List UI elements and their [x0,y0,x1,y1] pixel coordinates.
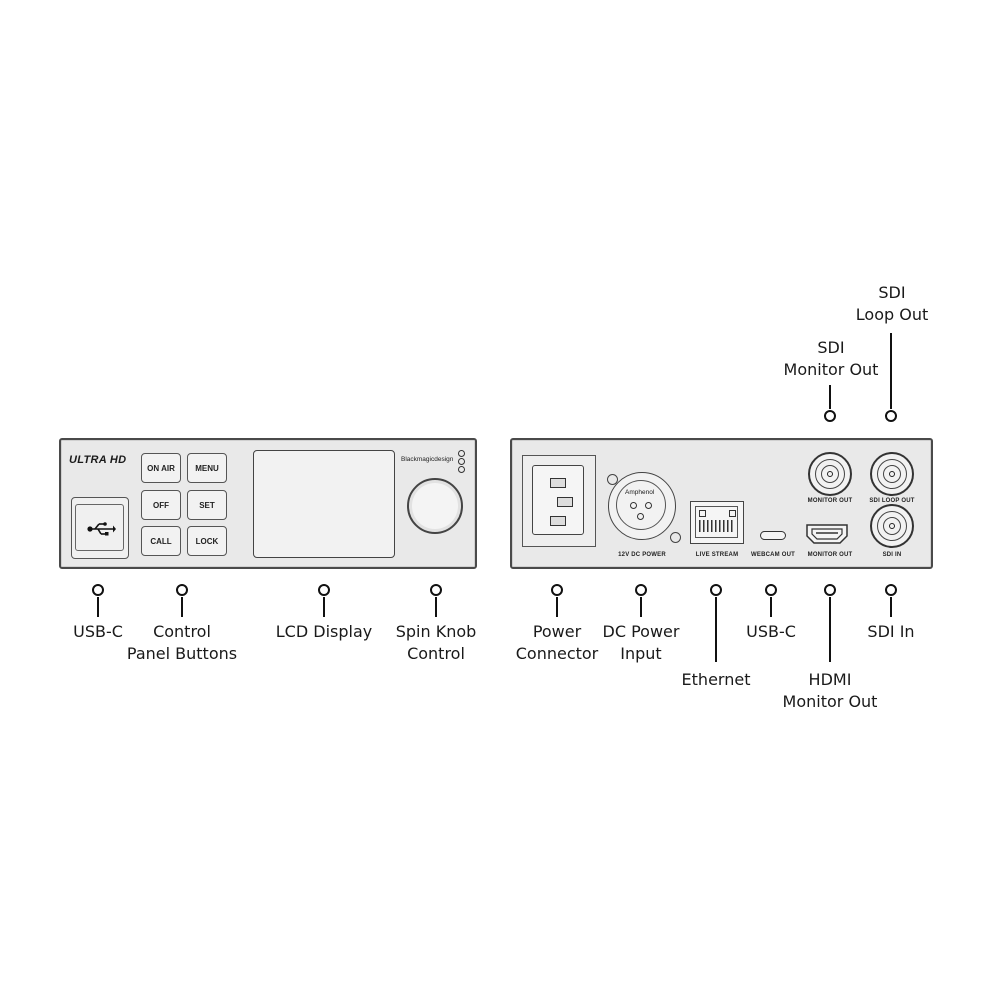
menu-button[interactable]: MENU [187,453,227,483]
power-connector [522,455,596,547]
rear-panel: Amphenol 12V DC POWER LIVE STREAM WEBCAM… [510,438,933,569]
webcam-out-label: WEBCAM OUT [751,552,795,558]
front-panel: ULTRA HD ON AIR MENU OFF SET CALL LOCK B… [59,438,477,569]
callout-control-panel-buttons: Control Panel Buttons [126,622,238,663]
off-button[interactable]: OFF [141,490,181,520]
callout-spin-knob-control: Spin Knob Control [395,622,477,663]
spin-knob[interactable] [407,478,463,534]
callout-sdi-in: SDI In [867,622,915,641]
lcd-display [253,450,395,558]
call-button[interactable]: CALL [141,526,181,556]
sdi-monitor-out-label: MONITOR OUT [807,498,853,504]
usb-icon [87,522,116,536]
blackmagic-logo: Blackmagicdesign [401,456,454,463]
sdi-in-label: SDI IN [882,552,902,558]
amphenol-text: Amphenol [625,489,655,496]
usb-c-port-front [71,497,129,559]
set-button[interactable]: SET [187,490,227,520]
callout-ethernet: Ethernet [681,670,751,689]
blackmagic-logo-mark [458,450,465,473]
sdi-loop-out-label: SDI LOOP OUT [869,498,915,504]
callout-usb-c-rear: USB-C [746,622,796,641]
xlr-mount-screw-bottom [670,532,681,543]
sdi-loop-out-bnc [870,452,914,496]
xlr-mount-screw-top [607,474,618,485]
ethernet-port [690,501,744,544]
callout-dc-power-input: DC Power Input [602,622,680,663]
on-air-button[interactable]: ON AIR [141,453,181,483]
callout-sdi-loop-out: SDI Loop Out [855,283,929,324]
dc-power-xlr: Amphenol [608,472,676,540]
callout-hdmi-monitor-out: HDMI Monitor Out [782,670,878,711]
callout-lcd-display: LCD Display [275,622,373,641]
ultra-hd-logo: ULTRA HD [69,454,127,466]
live-stream-label: LIVE STREAM [695,552,739,558]
sdi-monitor-out-bnc [808,452,852,496]
callout-sdi-monitor-out: SDI Monitor Out [783,338,879,379]
hdmi-port [806,524,848,544]
usb-c-port-rear [760,531,786,540]
callout-usb-c-front: USB-C [73,622,123,641]
hdmi-monitor-out-label: MONITOR OUT [807,552,853,558]
lock-button[interactable]: LOCK [187,526,227,556]
callout-power-connector: Power Connector [515,622,599,663]
sdi-in-bnc [870,504,914,548]
dc-power-label: 12V DC POWER [618,552,666,558]
